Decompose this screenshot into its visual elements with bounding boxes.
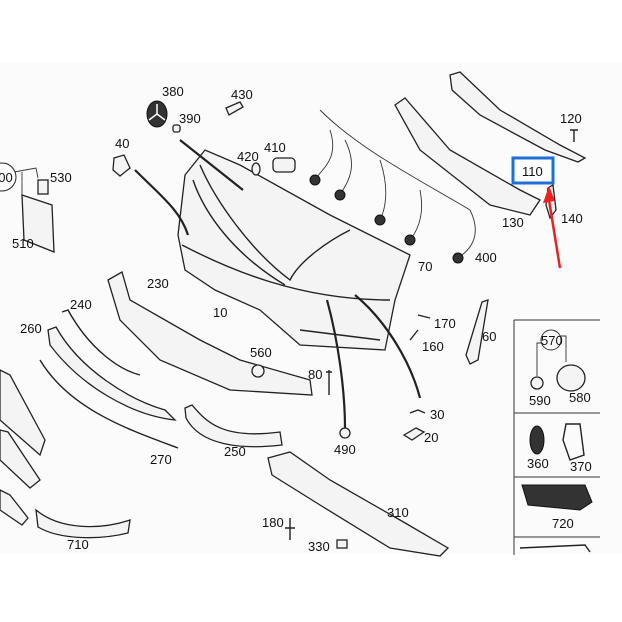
- label-720: 720: [552, 516, 574, 531]
- part-590-ring[interactable]: [530, 376, 544, 390]
- label-270: 270: [150, 452, 172, 467]
- part-310-underbody-shield[interactable]: [267, 451, 450, 557]
- part-170-bolt[interactable]: [409, 314, 431, 341]
- label-510: 510: [12, 236, 34, 251]
- leader-490: [325, 299, 347, 429]
- part-40-cover[interactable]: [112, 154, 131, 177]
- label-580: 580: [569, 390, 591, 405]
- part-390-clip[interactable]: [172, 124, 181, 133]
- part-grille[interactable]: [0, 369, 46, 457]
- red-arrowhead-icon: [543, 186, 555, 203]
- part-530-clip[interactable]: [37, 179, 49, 195]
- part-360-grille-insert[interactable]: [529, 425, 545, 455]
- part-270-strip[interactable]: [39, 359, 179, 449]
- label-20: 20: [424, 430, 438, 445]
- part-110-support-bracket[interactable]: [449, 71, 587, 163]
- label-370: 370: [570, 459, 592, 474]
- star-emblem-icon: [148, 104, 166, 121]
- label-560: 560: [250, 345, 272, 360]
- part-70-wiring-harness[interactable]: [309, 109, 476, 264]
- leader-390: [179, 139, 244, 191]
- label-390: 390: [179, 111, 201, 126]
- label-380: 380: [162, 84, 184, 99]
- highlight-box-110: [511, 156, 555, 185]
- label-250: 250: [224, 444, 246, 459]
- part-330-clip[interactable]: [336, 539, 348, 549]
- label-100: 100: [0, 170, 13, 185]
- part-grille-lower[interactable]: [0, 429, 41, 489]
- label-420: 420: [237, 149, 259, 164]
- label-410: 410: [264, 140, 286, 155]
- leader-40: [134, 169, 190, 236]
- label-260: 260: [20, 321, 42, 336]
- part-80-bolt[interactable]: [326, 370, 332, 395]
- part-20-cover[interactable]: [402, 427, 426, 441]
- part-510-plate-holder[interactable]: [21, 194, 55, 253]
- part-490-clip[interactable]: [339, 427, 351, 439]
- part-240-strip[interactable]: [61, 309, 141, 376]
- label-120: 120: [560, 111, 582, 126]
- leader-100: [13, 167, 39, 195]
- part-next-variant[interactable]: [519, 544, 591, 553]
- part-410-sensor[interactable]: [272, 157, 296, 173]
- label-10: 10: [213, 305, 227, 320]
- part-420-ring[interactable]: [251, 162, 261, 176]
- part-60-bracket[interactable]: [465, 299, 489, 365]
- part-710-trim[interactable]: [35, 508, 131, 539]
- label-400: 400: [475, 250, 497, 265]
- label-160: 160: [422, 339, 444, 354]
- label-130: 130: [502, 215, 524, 230]
- label-570: 570: [541, 333, 563, 348]
- part-side-trim[interactable]: [0, 489, 29, 526]
- label-40: 40: [115, 136, 129, 151]
- label-60: 60: [482, 329, 496, 344]
- label-230: 230: [147, 276, 169, 291]
- part-370-frame[interactable]: [562, 423, 585, 461]
- label-530: 530: [50, 170, 72, 185]
- part-100-group-circle: [0, 162, 17, 192]
- part-30-bracket[interactable]: [409, 409, 426, 414]
- label-490: 490: [334, 442, 356, 457]
- part-10-bumper-cover[interactable]: [177, 149, 411, 351]
- label-110: 110: [522, 164, 543, 179]
- part-430-badge[interactable]: [225, 101, 244, 116]
- label-240: 240: [70, 297, 92, 312]
- part-260-trim[interactable]: [47, 326, 177, 421]
- label-30: 30: [430, 407, 444, 422]
- part-230-lower-trim[interactable]: [107, 271, 313, 396]
- label-710: 710: [67, 537, 89, 552]
- label-180: 180: [262, 515, 284, 530]
- label-360: 360: [527, 456, 549, 471]
- label-140: 140: [561, 211, 583, 226]
- part-120-screw[interactable]: [570, 129, 578, 142]
- part-720-grille[interactable]: [521, 484, 593, 511]
- label-170: 170: [434, 316, 456, 331]
- label-310: 310: [387, 505, 409, 520]
- label-330: 330: [308, 539, 330, 554]
- part-250-trim[interactable]: [184, 404, 283, 448]
- part-130-impact-beam[interactable]: [394, 97, 541, 216]
- label-590: 590: [529, 393, 551, 408]
- part-580-fog-light-cover[interactable]: [556, 364, 586, 392]
- variant-panel: [513, 319, 600, 555]
- part-570-group-circle: [540, 329, 562, 351]
- label-80: 80: [308, 367, 322, 382]
- part-560-ring[interactable]: [251, 364, 265, 378]
- leader-30: [354, 294, 422, 399]
- red-arrow-icon: [547, 199, 562, 269]
- part-180-bolt[interactable]: [285, 518, 295, 540]
- label-430: 430: [231, 87, 253, 102]
- label-70: 70: [418, 259, 432, 274]
